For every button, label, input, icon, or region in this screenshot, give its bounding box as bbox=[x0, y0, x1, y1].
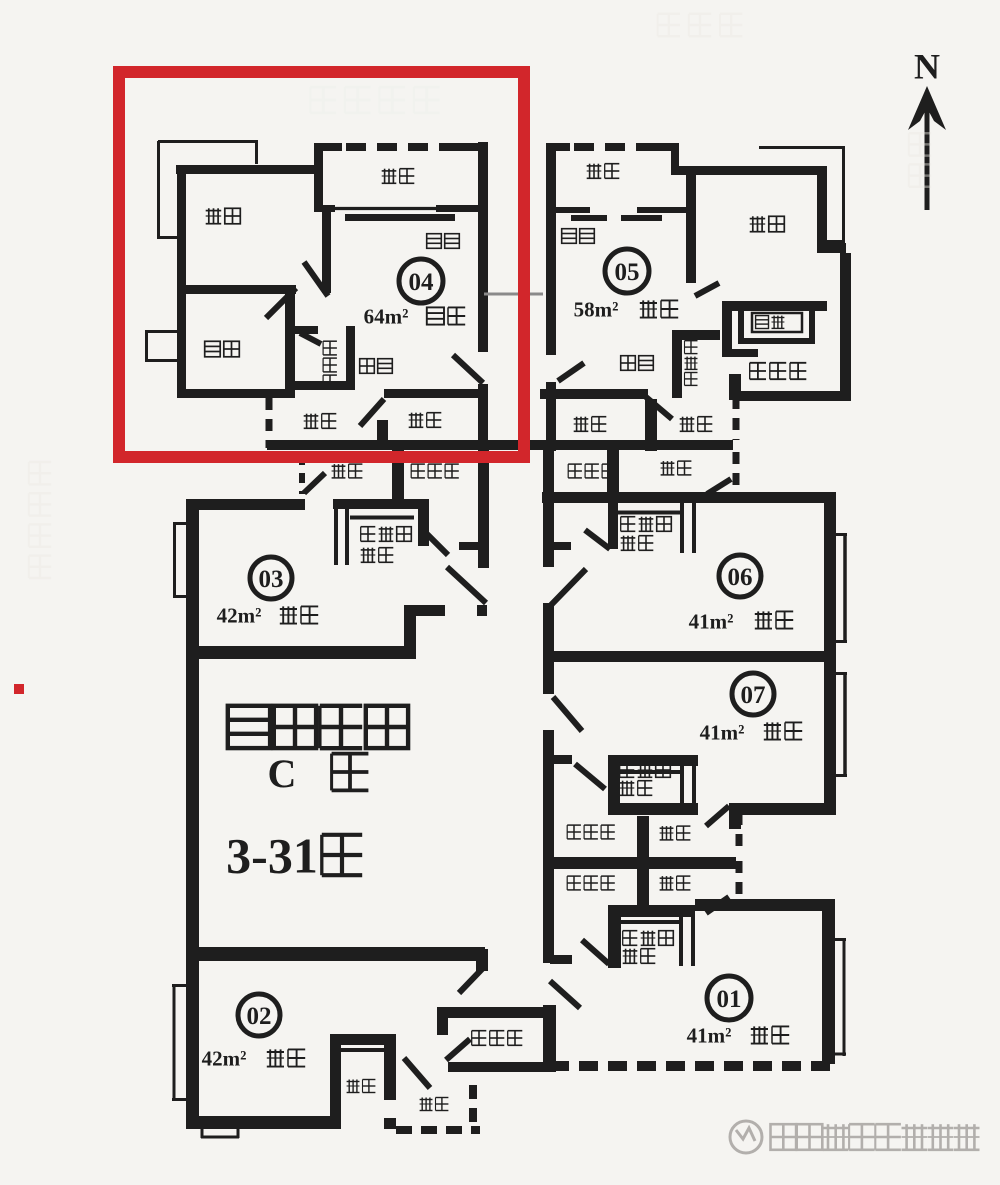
svg-text:04: 04 bbox=[409, 269, 435, 296]
svg-text:41m²: 41m² bbox=[689, 609, 734, 633]
svg-text:42m²: 42m² bbox=[217, 603, 262, 627]
svg-text:03: 03 bbox=[259, 566, 284, 593]
svg-text:3-31: 3-31 bbox=[226, 828, 318, 884]
svg-text:64m²: 64m² bbox=[364, 304, 409, 328]
svg-text:01: 01 bbox=[717, 986, 742, 1013]
svg-text:07: 07 bbox=[741, 682, 766, 709]
svg-text:58m²: 58m² bbox=[574, 297, 619, 321]
svg-text:N: N bbox=[914, 47, 940, 87]
svg-text:05: 05 bbox=[615, 259, 640, 286]
svg-text:42m²: 42m² bbox=[202, 1046, 247, 1070]
svg-text:06: 06 bbox=[728, 564, 753, 591]
svg-text:41m²: 41m² bbox=[687, 1023, 732, 1047]
svg-text:02: 02 bbox=[247, 1003, 272, 1030]
svg-text:41m²: 41m² bbox=[700, 720, 745, 744]
svg-text:C: C bbox=[268, 751, 297, 796]
